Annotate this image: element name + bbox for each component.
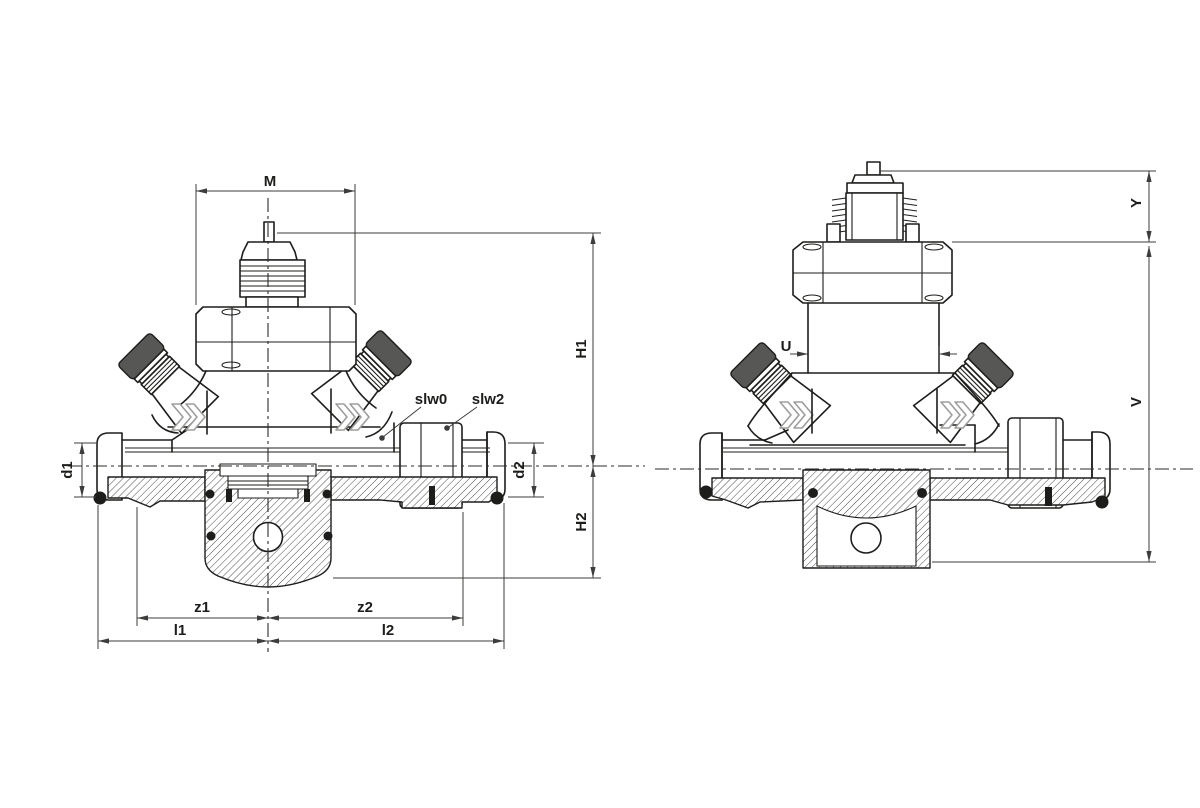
side-valve-body bbox=[655, 161, 1193, 569]
side-view: Y V U bbox=[655, 161, 1193, 569]
o-ring-right bbox=[490, 491, 504, 505]
side-actuator-adapter bbox=[826, 161, 920, 243]
dimension-label-l2: l2 bbox=[382, 622, 395, 639]
side-port-left bbox=[726, 338, 832, 444]
dimension-label-U: U bbox=[781, 338, 792, 355]
front-bonnet bbox=[239, 221, 306, 308]
dimension-label-slw0: slw0 bbox=[415, 391, 448, 408]
side-neck bbox=[747, 302, 1000, 453]
o-ring-left bbox=[93, 491, 107, 505]
o-ring-right bbox=[1095, 495, 1109, 509]
dimension-label-H2: H2 bbox=[573, 512, 590, 531]
dimension-label-z1: z1 bbox=[194, 599, 210, 616]
side-cross-section bbox=[699, 469, 1109, 569]
dimension-label-V: V bbox=[1128, 397, 1145, 407]
front-valve-body bbox=[68, 198, 645, 652]
dimension-label-l1: l1 bbox=[174, 622, 187, 639]
dimension-label-M: M bbox=[264, 173, 277, 190]
side-dimensions: Y V U bbox=[781, 170, 1156, 563]
front-view: M H1 H2 d1 d2 z1 z2 bbox=[59, 173, 645, 652]
side-pipe-bore bbox=[723, 447, 1008, 453]
dimension-label-d1: d1 bbox=[59, 461, 76, 479]
dimension-label-z2: z2 bbox=[357, 599, 373, 616]
front-centerlines bbox=[68, 198, 645, 652]
dimension-label-d2: d2 bbox=[511, 461, 528, 479]
side-hex-nut bbox=[792, 241, 953, 304]
dimension-label-Y: Y bbox=[1128, 198, 1145, 208]
o-ring-left bbox=[699, 485, 713, 499]
dimension-label-slw2: slw2 bbox=[472, 391, 505, 408]
front-cross-section bbox=[93, 463, 504, 588]
front-hex-nut bbox=[195, 306, 357, 372]
front-dimensions: M H1 H2 d1 d2 z1 z2 bbox=[59, 173, 601, 649]
front-flow-chevrons bbox=[171, 388, 370, 435]
dimension-label-H1: H1 bbox=[573, 339, 590, 358]
side-port-right bbox=[912, 338, 1018, 444]
side-flow-chevrons bbox=[779, 388, 975, 434]
